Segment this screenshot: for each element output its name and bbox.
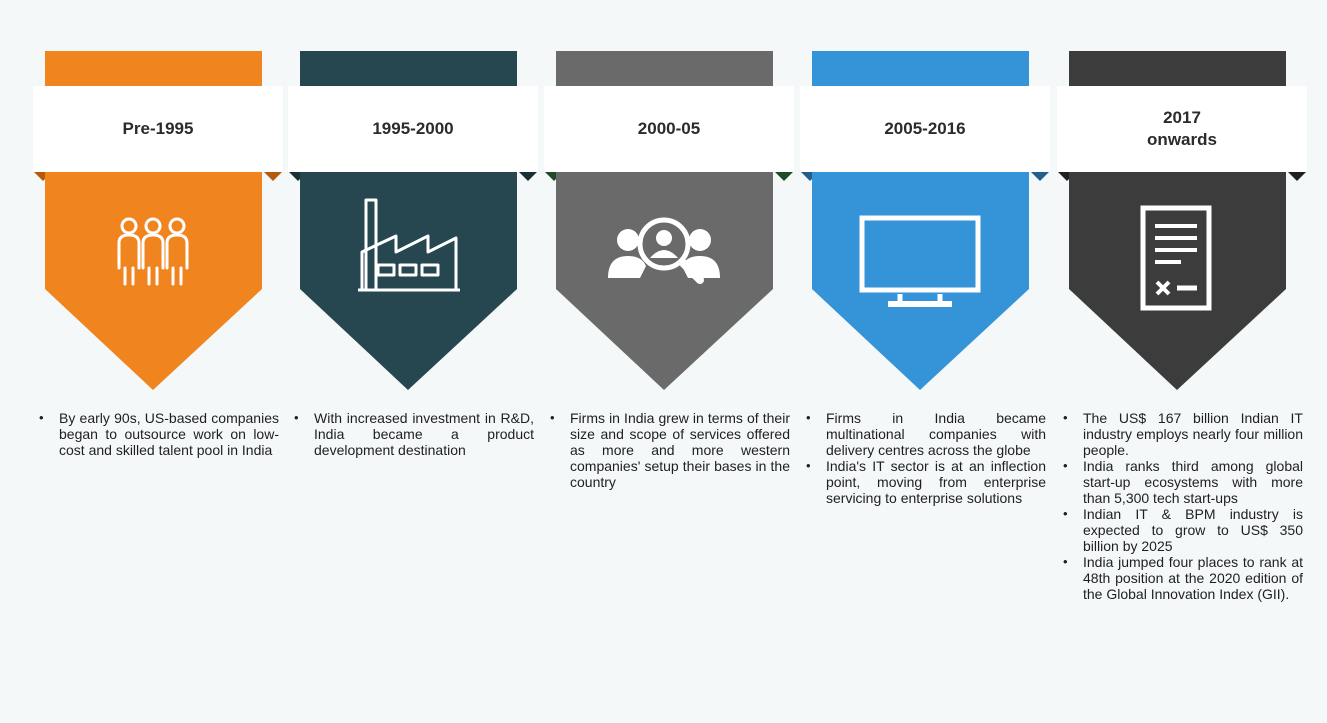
bullet-item: The US$ 167 billion Indian IT industry e… xyxy=(1063,410,1303,458)
phase-label: 2000-05 xyxy=(637,119,701,138)
phase-label-box: 2017 onwards xyxy=(1077,86,1287,172)
document-icon xyxy=(1140,205,1212,311)
phase-chevron xyxy=(556,171,773,390)
phase-chevron xyxy=(812,171,1029,390)
phase-label-panel xyxy=(288,86,538,172)
bullet-item: By early 90s, US-based companies began t… xyxy=(39,410,279,458)
search-people-icon xyxy=(608,217,720,284)
phase-label: 2005-2016 xyxy=(884,119,966,138)
factory-icon xyxy=(358,198,460,292)
people-group-icon xyxy=(117,217,189,286)
phase-label-box: 2005-2016 xyxy=(820,86,1030,172)
phase-1995-2000: 1995-2000 With increased investment in R… xyxy=(288,0,538,723)
phase-label-box: Pre-1995 xyxy=(53,86,263,172)
bullet-item: India jumped four places to rank at 48th… xyxy=(1063,554,1303,602)
phase-label-panel xyxy=(1057,86,1307,172)
phase-label: 1995-2000 xyxy=(372,119,454,138)
phase-label-panel xyxy=(544,86,794,172)
phase-bullets: Firms in India grew in terms of their si… xyxy=(550,410,790,490)
phase-arrow-shape xyxy=(1057,51,1307,390)
phase-bullets: Firms in India became multinational comp… xyxy=(806,410,1046,506)
phase-bullets: With increased investment in R&D, India … xyxy=(294,410,534,458)
phase-arrow-shape xyxy=(33,51,283,390)
phase-chevron xyxy=(300,171,517,390)
phase-label-box: 1995-2000 xyxy=(308,86,518,172)
phase-arrow-shape xyxy=(800,51,1050,390)
phase-label: 2017 onwards xyxy=(1147,108,1217,149)
phase-arrow-shape xyxy=(544,51,794,390)
bullet-item: Firms in India became multinational comp… xyxy=(806,410,1046,458)
phase-bullets: By early 90s, US-based companies began t… xyxy=(39,410,279,458)
bullet-item: Firms in India grew in terms of their si… xyxy=(550,410,790,490)
phase-2000-05: 2000-05 Firms in India grew in terms of … xyxy=(544,0,794,723)
bullet-item: India's IT sector is at an inflection po… xyxy=(806,458,1046,506)
phase-label: Pre-1995 xyxy=(122,119,194,138)
phase-chevron xyxy=(45,171,262,390)
monitor-icon xyxy=(859,215,981,307)
bullet-item: With increased investment in R&D, India … xyxy=(294,410,534,458)
phase-label-panel xyxy=(33,86,283,172)
bullet-item: India ranks third among global start-up … xyxy=(1063,458,1303,506)
phase-2017-onwards: 2017 onwards The US$ 167 billion Indian … xyxy=(1057,0,1307,723)
phase-chevron xyxy=(1069,171,1286,390)
phase-pre-1995: Pre-1995 By early 90s, US-based companie… xyxy=(33,0,283,723)
phase-2005-2016: 2005-2016 Firms in India became multinat… xyxy=(800,0,1050,723)
phase-bullets: The US$ 167 billion Indian IT industry e… xyxy=(1063,410,1303,602)
phase-label-box: 2000-05 xyxy=(564,86,774,172)
phase-label-panel xyxy=(800,86,1050,172)
bullet-item: Indian IT & BPM industry is expected to … xyxy=(1063,506,1303,554)
phase-arrow-shape xyxy=(288,51,538,390)
